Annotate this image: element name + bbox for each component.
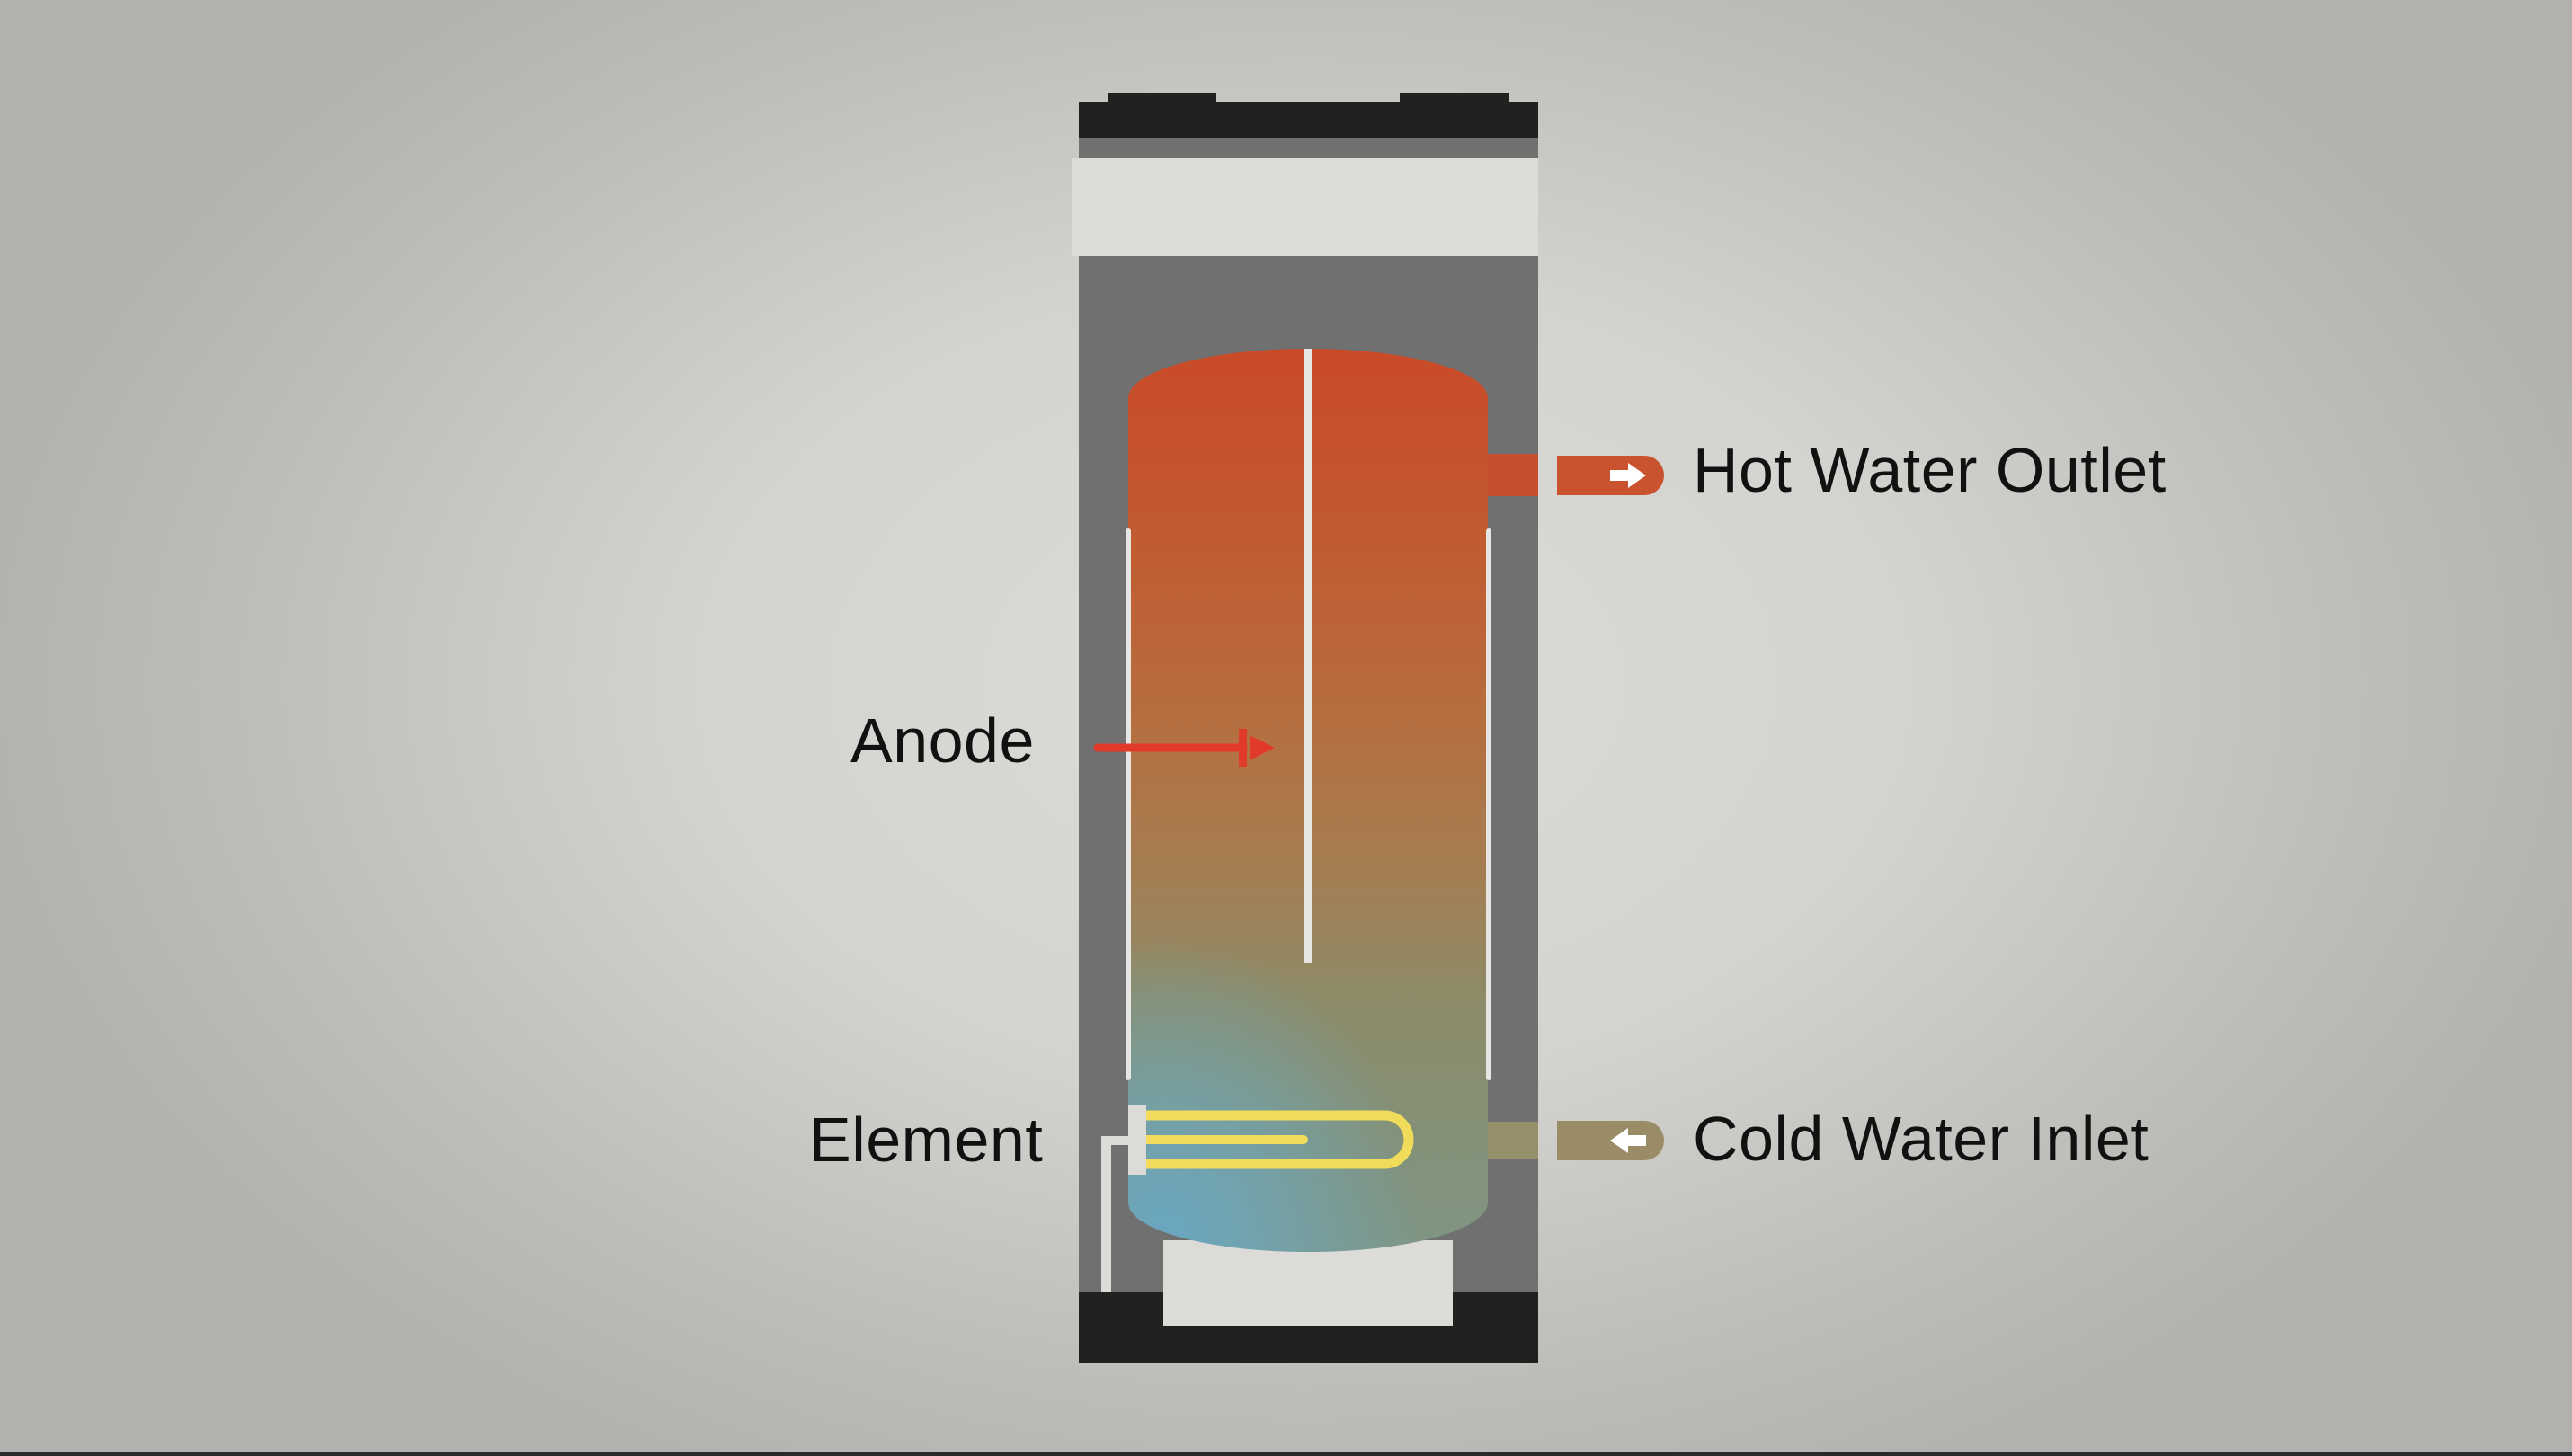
element-flange — [1128, 1105, 1146, 1175]
heating-element — [1142, 1110, 1414, 1169]
top-cap — [1079, 102, 1538, 138]
arrow-left-icon — [1610, 1128, 1646, 1153]
top-band — [1079, 138, 1538, 158]
cold-water-inlet-label: Cold Water Inlet — [1693, 1104, 2149, 1174]
hot-water-outlet-label: Hot Water Outlet — [1693, 435, 2167, 505]
pointer-arrow-icon — [1093, 729, 1275, 767]
hot-outlet-marker — [1557, 456, 1664, 495]
arrow-right-icon — [1610, 463, 1646, 488]
tank-stand — [1163, 1240, 1453, 1326]
cold-inlet-marker — [1557, 1121, 1664, 1160]
cold-inlet-pipe — [1483, 1122, 1538, 1159]
bottom-edge-strip — [0, 1452, 2572, 1456]
anode-label: Anode — [850, 706, 1035, 776]
element-wire — [1101, 1136, 1111, 1292]
anode-rod — [1304, 349, 1312, 963]
element-wire-connector — [1101, 1136, 1130, 1145]
top-insulation-panel — [1072, 158, 1538, 256]
hot-outlet-pipe — [1483, 454, 1538, 496]
top-cap-bump-left — [1108, 93, 1216, 105]
tank-side-line-right — [1486, 528, 1491, 1080]
tank-side-line-left — [1126, 528, 1131, 1080]
top-cap-bump-right — [1400, 93, 1509, 105]
element-label: Element — [809, 1105, 1044, 1175]
